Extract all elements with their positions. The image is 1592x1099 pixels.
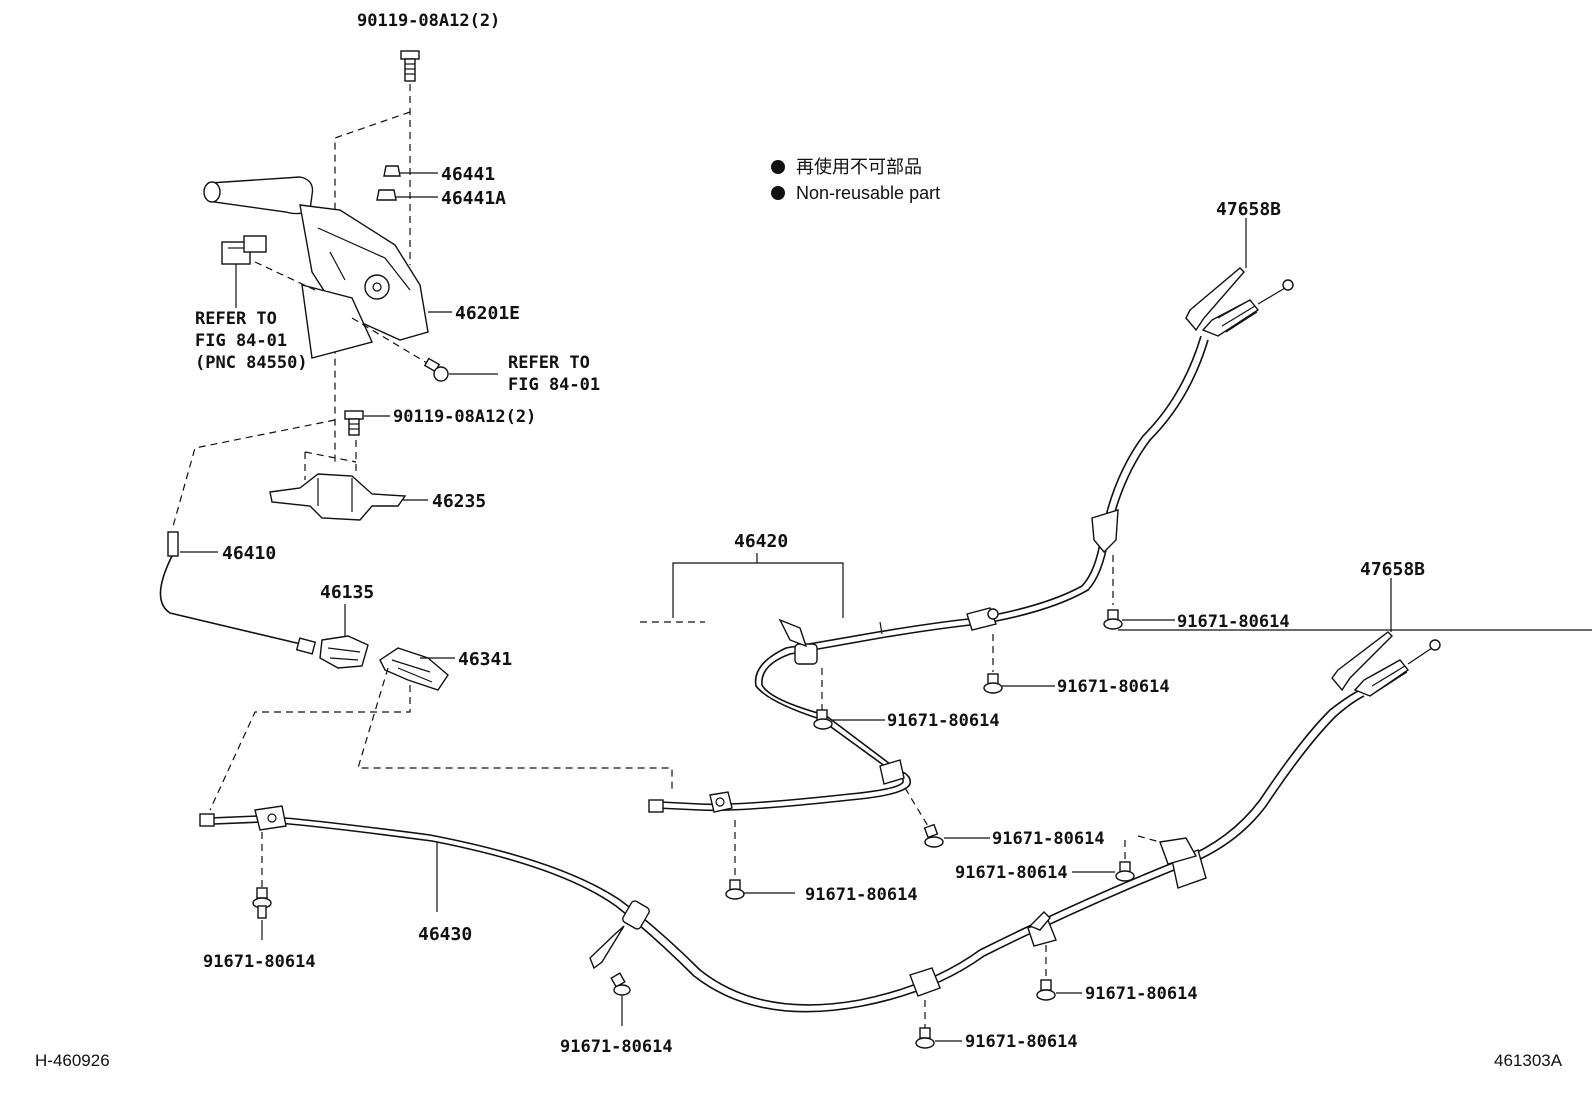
- clip-bolt-j: 91671-80614: [1036, 945, 1198, 1004]
- label-91671-b: 91671-80614: [1057, 677, 1170, 697]
- label-91671-d: 91671-80614: [992, 829, 1105, 849]
- bolt-icon: [915, 1027, 935, 1049]
- clip-bolt-c: 91671-80614: [813, 668, 1000, 731]
- nut-icon: [376, 189, 397, 201]
- label-91671-f: 91671-80614: [805, 885, 918, 905]
- label-90119-mid: 90119-08A12(2): [393, 407, 536, 427]
- clip-bolt-i: 91671-80614: [915, 1000, 1078, 1052]
- label-91671-h: 91671-80614: [560, 1037, 673, 1057]
- bolt-icon: [400, 50, 420, 82]
- bolt-icon: [423, 357, 449, 382]
- bracket-46235-group: 90119-08A12(2) 46235: [269, 407, 536, 521]
- cable-clamp-icon: [709, 791, 733, 813]
- nut-icon: [383, 165, 401, 177]
- clip-bolt-f: 91671-80614: [725, 820, 918, 905]
- upper-right-cable-46420: 47658B: [648, 199, 1294, 813]
- bolt-icon: [983, 673, 1003, 694]
- cable-bracket-icon: [1091, 509, 1119, 554]
- bolt-icon: [1103, 609, 1123, 630]
- label-91671-g: 91671-80614: [203, 952, 316, 972]
- refer-right-line1: REFER TO: [508, 353, 590, 373]
- clip-bolt-b: 91671-80614: [983, 634, 1170, 697]
- label-91671-j: 91671-80614: [1085, 984, 1198, 1004]
- front-cable-46410: 46410: [159, 419, 336, 655]
- label-46430: 46430: [418, 924, 472, 945]
- bolt-icon: [344, 410, 364, 436]
- cable-grommet-icon: [589, 900, 650, 970]
- label-46135: 46135: [320, 582, 374, 603]
- clip-bolt-a: 91671-80614: [1103, 555, 1290, 632]
- label-46441a: 46441A: [441, 188, 506, 209]
- label-46235: 46235: [432, 491, 486, 512]
- bolt-icon: [923, 823, 944, 848]
- cable-clamp-icon: [254, 805, 287, 831]
- cable-grommet-icon: [778, 618, 818, 665]
- label-46420: 46420: [734, 531, 788, 552]
- bolt-icon: [1115, 861, 1135, 882]
- legend: 再使用不可部品 Non-reusable part: [771, 157, 940, 203]
- legend-en-text: Non-reusable part: [796, 183, 940, 203]
- cable-clamp-icon: [879, 759, 905, 785]
- non-reusable-bullet-icon: [771, 160, 785, 174]
- label-91671-a: 91671-80614: [1177, 612, 1290, 632]
- switch-connector-icon: [221, 235, 267, 265]
- clip-bolt-h: 91671-80614: [560, 972, 673, 1057]
- drawing-code-left: H-460926: [35, 1051, 110, 1070]
- cable-bracket-icon: [1159, 837, 1207, 889]
- label-47658b-lower: 47658B: [1360, 559, 1425, 580]
- clip-bolt-g: 91671-80614: [203, 832, 316, 972]
- clip-bolt-d: 91671-80614: [904, 787, 1105, 849]
- label-46420-group: 46420: [640, 531, 844, 623]
- refer-left-line2: FIG 84-01: [195, 331, 287, 351]
- label-46341: 46341: [458, 649, 512, 670]
- bolt-icon: [252, 887, 272, 919]
- label-91671-e: 91671-80614: [955, 863, 1068, 883]
- cable-bracket-icon: [1027, 911, 1057, 947]
- label-91671-i: 91671-80614: [965, 1032, 1078, 1052]
- refer-right-line2: FIG 84-01: [508, 375, 600, 395]
- label-46441: 46441: [441, 164, 495, 185]
- cable-clamp-icon: [966, 607, 999, 631]
- bolt-icon: [610, 972, 631, 996]
- label-91671-c: 91671-80614: [887, 711, 1000, 731]
- cable-bracket-icon: [909, 967, 941, 997]
- bolt-icon: [813, 709, 833, 730]
- label-46201e: 46201E: [455, 303, 520, 324]
- equalizer-parts: 46135 46341: [209, 582, 673, 811]
- lower-cable-46430: 47658B 46430: [199, 559, 1441, 1013]
- legend-jp-text: 再使用不可部品: [796, 157, 922, 177]
- drawing-code-right: 461303A: [1494, 1051, 1563, 1070]
- parking-brake-lever-assembly: 90119-08A12(2) 46441 46441A 46201E: [195, 11, 600, 462]
- label-90119-top: 90119-08A12(2): [357, 11, 500, 31]
- bolt-icon: [725, 879, 745, 900]
- refer-left-line1: REFER TO: [195, 309, 277, 329]
- bolt-icon: [1036, 979, 1056, 1001]
- refer-left-line3: (PNC 84550): [195, 353, 308, 373]
- non-reusable-bullet-icon: [771, 186, 785, 200]
- clip-bolt-e: 91671-80614: [955, 840, 1135, 883]
- label-46410: 46410: [222, 543, 276, 564]
- label-47658b-upper: 47658B: [1216, 199, 1281, 220]
